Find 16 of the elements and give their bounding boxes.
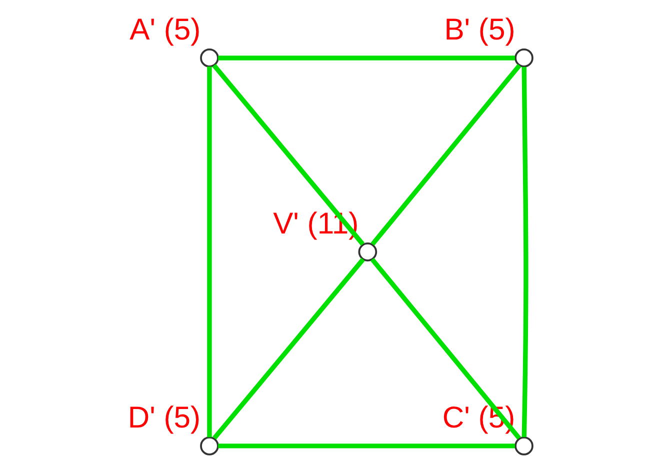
- node-circle: [200, 436, 218, 456]
- node-circle: [514, 436, 533, 456]
- node-label: A' (5): [129, 14, 200, 47]
- connector: [370, 258, 520, 440]
- connector: [218, 444, 515, 448]
- node-circle: [358, 242, 377, 262]
- connector: [521, 66, 528, 438]
- node-label: D' (5): [127, 402, 200, 435]
- node-label: B' (5): [444, 14, 515, 47]
- node-circle: [200, 48, 218, 68]
- connector: [218, 56, 515, 60]
- node-circle: [514, 48, 533, 68]
- connector: [212, 258, 364, 440]
- connector: [212, 64, 364, 246]
- connector: [206, 66, 212, 438]
- connector: [370, 64, 521, 246]
